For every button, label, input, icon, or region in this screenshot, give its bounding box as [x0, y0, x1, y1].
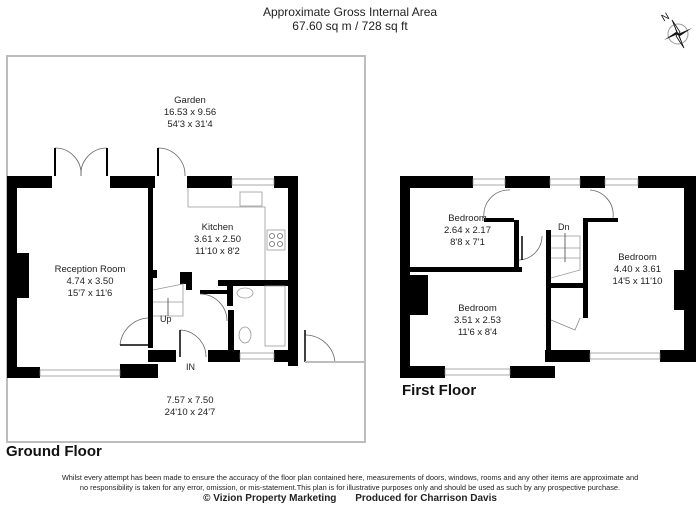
room-name: Kitchen: [201, 222, 234, 233]
ground-floor-walls: [7, 176, 298, 378]
room-metric: 16.53 x 9.56: [163, 107, 217, 118]
compass-rose-icon: N: [660, 11, 692, 49]
room-metric: 2.64 x 2.17: [443, 225, 491, 236]
room-name: Bedroom: [618, 252, 657, 263]
room-metric: 4.40 x 3.61: [613, 264, 661, 275]
room-imperial: 54'3 x 31'4: [167, 119, 213, 130]
credits: © Vizion Property Marketing Produced for…: [0, 493, 700, 504]
room-metric: 3.61 x 2.50: [193, 234, 241, 245]
room-name: Bedroom: [448, 213, 487, 224]
room-name: Reception Room: [54, 264, 126, 275]
stairs-up-label: Up: [160, 314, 172, 324]
room-imperial: 11'10 x 8'2: [195, 246, 240, 257]
room-kitchen: Kitchen 3.61 x 2.50 11'10 x 8'2: [170, 222, 265, 258]
room-name: Garden: [174, 95, 206, 106]
north-label: N: [660, 11, 672, 24]
disclaimer-line-1: Whilst every attempt has been made to en…: [61, 473, 639, 482]
produced-for: Produced for Charrison Davis: [355, 493, 497, 504]
room-name: Bedroom: [458, 303, 497, 314]
room-reception: Reception Room 4.74 x 3.50 15'7 x 11'6: [35, 264, 145, 300]
room-imperial: 8'8 x 7'1: [450, 237, 485, 248]
room-bedroom-small: Bedroom 2.64 x 2.17 8'8 x 7'1: [420, 213, 515, 249]
ground-floor-title: Ground Floor: [6, 443, 102, 460]
room-imperial: 15'7 x 11'6: [67, 288, 113, 299]
room-metric: 3.51 x 2.53: [453, 315, 501, 326]
area-title: Approximate Gross Internal Area: [262, 5, 438, 19]
room-imperial: 11'6 x 8'4: [457, 327, 498, 338]
gross-area-value: 67.60 sq m / 728 sq ft: [292, 19, 408, 33]
copyright: © Vizion Property Marketing: [203, 493, 337, 504]
stairs-down-label: Dn: [558, 222, 570, 232]
room-imperial: 24'10 x 24'7: [164, 407, 216, 418]
room-front-garden: 7.57 x 7.50 24'10 x 24'7: [130, 395, 250, 419]
room-metric: 7.57 x 7.50: [166, 395, 214, 406]
room-garden: Garden 16.53 x 9.56 54'3 x 31'4: [130, 95, 250, 131]
first-floor-title: First Floor: [402, 382, 477, 399]
room-bedroom-large: Bedroom 4.40 x 3.61 14'5 x 11'10: [590, 252, 685, 288]
disclaimer-line-2: no responsibility is taken for any error…: [79, 483, 621, 492]
first-floor-walls: [400, 176, 696, 378]
room-imperial: 14'5 x 11'10: [612, 276, 663, 287]
room-bedroom-rear: Bedroom 3.51 x 2.53 11'6 x 8'4: [430, 303, 525, 339]
entrance-label: IN: [186, 362, 195, 372]
room-metric: 4.74 x 3.50: [66, 276, 114, 287]
